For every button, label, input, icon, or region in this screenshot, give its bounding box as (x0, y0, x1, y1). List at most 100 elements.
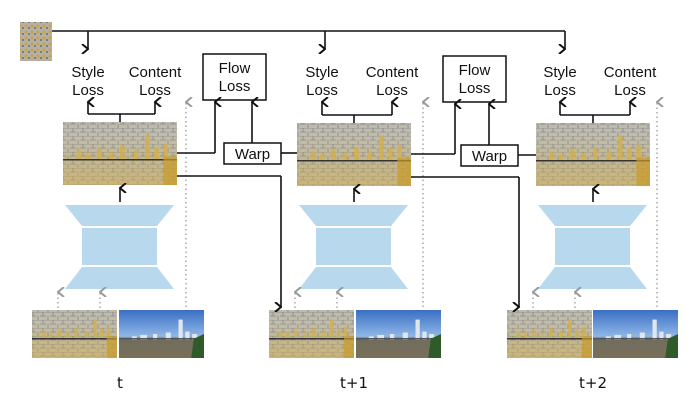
content-frame-image-building (165, 332, 171, 340)
stylized-output-frame-building (558, 154, 564, 163)
warp-box: Warp (223, 142, 282, 165)
content-frame-image-trees (665, 334, 678, 358)
previous-stylized-frame-image-building (294, 330, 298, 340)
flow-loss-text-line2: Loss (459, 80, 491, 97)
network-decoder-layer (538, 205, 647, 226)
stylized-output-frame-building (97, 148, 102, 162)
content-frame-image-sky (119, 310, 204, 358)
transformation-network (538, 205, 647, 289)
time-step-label: t (117, 374, 123, 392)
stylized-output-frame (63, 122, 177, 185)
previous-stylized-frame-image-building (286, 334, 290, 340)
stylized-output-frame-building (570, 149, 575, 163)
content-frame-image-building (639, 332, 645, 340)
previous-stylized-frame-image-building (57, 330, 61, 340)
previous-stylized-frame-image-building (74, 328, 78, 340)
content-frame-image-building (390, 334, 395, 340)
content-frame-image-sky (356, 310, 441, 358)
flow-loss-border (202, 53, 267, 101)
content-frame-image (119, 310, 204, 358)
transformation-network (65, 205, 174, 289)
stylized-output-frame-building (154, 147, 159, 162)
previous-stylized-frame-image-building (559, 331, 564, 340)
previous-stylized-frame-image (507, 310, 592, 358)
content-frame-image-building (666, 334, 672, 340)
previous-stylized-frame-image-building (575, 329, 579, 340)
stylized-output-frame-building (397, 145, 402, 163)
content-frame-image-sky (593, 310, 678, 358)
stylized-output-frame-building (319, 154, 325, 163)
content-frame-image-building (415, 319, 420, 340)
stylized-output-frame-building (367, 151, 373, 163)
warp-box: Warp (460, 144, 519, 167)
previous-stylized-frame-image-foliage (343, 336, 354, 358)
content-loss-text-line1: Content (604, 64, 657, 81)
content-frame-image-building (422, 331, 427, 340)
content-frame-image-building (614, 334, 622, 340)
stylized-output-frame-building (85, 153, 91, 162)
content-loss-text-line1: Content (366, 64, 419, 81)
previous-stylized-frame-image-building (49, 334, 53, 340)
stylized-output-frame-building (549, 151, 555, 163)
previous-stylized-frame-image-building (303, 333, 307, 340)
stylized-output-frame-building (76, 150, 82, 162)
stylized-output-frame-building (354, 146, 359, 163)
content-frame-image-building (627, 334, 632, 340)
flow-loss-text-line2: Loss (219, 78, 251, 95)
style-loss-text-line1: Style (71, 64, 104, 81)
previous-stylized-frame-image-building (100, 329, 104, 340)
warp-text: Warp (472, 148, 507, 165)
content-frame-image (356, 310, 441, 358)
style-loss-text-line1: Style (305, 64, 338, 81)
content-loss-text-line2: Loss (376, 82, 408, 99)
flow-loss-text-line1: Flow (459, 62, 491, 79)
time-step-label: t+1 (340, 374, 368, 392)
previous-stylized-frame-image-building (549, 328, 553, 340)
stylized-output-frame-foliage (163, 156, 177, 185)
flow-loss-text-line1: Flow (219, 60, 251, 77)
stylized-output-frame (297, 123, 411, 186)
content-frame-image-building (192, 334, 198, 340)
previous-stylized-frame-image-foliage (581, 336, 592, 358)
transformation-network (299, 205, 408, 289)
network-residual-block (316, 228, 391, 265)
network-encoder-layer (299, 267, 408, 289)
previous-stylized-frame-image-building (84, 331, 89, 340)
previous-stylized-frame-image-building (532, 330, 536, 340)
network-residual-block (555, 228, 630, 265)
previous-stylized-frame-image-building (568, 319, 572, 340)
previous-stylized-frame-image-building (581, 326, 586, 340)
style-image (20, 22, 52, 61)
content-frame-image-building (652, 319, 657, 340)
style-loss-text-line2: Loss (72, 82, 104, 99)
stylized-output-frame-building (388, 148, 393, 163)
previous-stylized-frame-image-building (106, 326, 111, 340)
stylized-output-frame-building (310, 151, 316, 163)
previous-stylized-frame-image (32, 310, 117, 358)
content-frame-image-building (659, 331, 664, 340)
previous-stylized-frame-image-building (517, 331, 521, 340)
previous-stylized-frame-image-building (66, 333, 70, 340)
network-encoder-layer (65, 267, 174, 289)
stylized-output-frame-building (120, 145, 125, 162)
previous-stylized-frame-image (269, 310, 354, 358)
stylized-output-frame-building (636, 145, 641, 163)
stylized-output-frame (536, 123, 650, 186)
stylized-output-frame-building (379, 135, 384, 163)
content-frame-image-building (178, 319, 183, 340)
previous-stylized-frame-image-building (330, 319, 334, 340)
content-frame-image-trees (428, 334, 441, 358)
stylized-output-frame-building (618, 135, 623, 163)
stylized-output-frame-building (108, 152, 114, 162)
network-decoder-layer (299, 205, 408, 226)
